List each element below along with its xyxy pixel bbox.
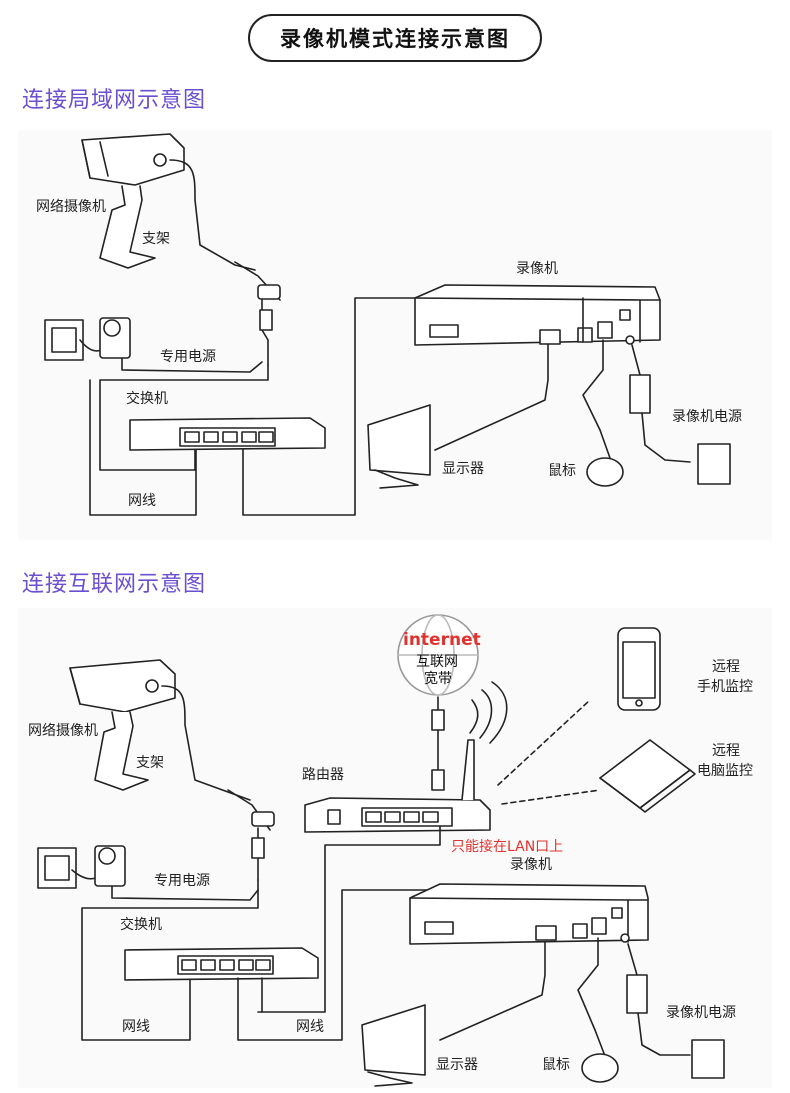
power-adapter-icon-2 <box>37 845 126 889</box>
label-monitor-2: 显示器 <box>436 1057 478 1073</box>
nvr-power-adapter-icon-1 <box>629 374 651 414</box>
label-router: 路由器 <box>302 767 344 783</box>
label-internet: internet <box>403 630 481 650</box>
label-pc-2: 电脑监控 <box>697 763 753 779</box>
label-lan-note: 只能接在LAN口上 <box>451 839 564 855</box>
label-nvr-power-2: 录像机电源 <box>666 1005 736 1021</box>
monitor-icon-2 <box>361 1004 426 1087</box>
label-power-2: 专用电源 <box>154 873 210 889</box>
section-heading-internet: 连接互联网示意图 <box>22 572 207 597</box>
switch-icon-2 <box>124 947 319 981</box>
laptop-icon <box>599 739 696 813</box>
router-icon <box>304 739 491 833</box>
camera-icon <box>81 133 185 269</box>
monitor-icon-1 <box>367 404 431 489</box>
internet-globe-icon <box>397 614 479 696</box>
label-cable: 网线 <box>128 493 156 509</box>
label-bracket-2: 支架 <box>136 755 164 771</box>
label-nvr: 录像机 <box>516 261 558 277</box>
mouse-icon-1 <box>586 457 624 487</box>
label-nvr-2: 录像机 <box>510 857 552 873</box>
nvr-icon-1 <box>414 284 661 346</box>
label-cable-right: 网线 <box>296 1019 324 1035</box>
nvr-icon-2 <box>409 883 649 945</box>
wall-socket-icon-2 <box>691 1039 725 1079</box>
page-title: 录像机模式连接示意图 <box>248 14 542 62</box>
label-phone-1: 远程 <box>712 659 740 675</box>
label-internet-cn-1: 互联网 <box>416 654 458 670</box>
switch-icon-1 <box>129 417 326 451</box>
label-phone-2: 手机监控 <box>697 679 753 695</box>
label-switch-2: 交换机 <box>120 917 162 933</box>
label-nvr-power: 录像机电源 <box>672 409 742 425</box>
label-bracket: 支架 <box>142 231 170 247</box>
camera-icon-2 <box>69 659 176 791</box>
label-mouse-2: 鼠标 <box>542 1057 570 1073</box>
label-power: 专用电源 <box>160 349 216 365</box>
label-camera: 网络摄像机 <box>36 199 106 215</box>
power-adapter-icon <box>44 317 131 361</box>
section-heading-lan: 连接局域网示意图 <box>22 88 207 113</box>
nvr-power-adapter-icon-2 <box>626 974 648 1014</box>
wall-socket-icon-1 <box>697 443 731 485</box>
label-camera-2: 网络摄像机 <box>28 723 98 739</box>
label-internet-cn-2: 宽带 <box>424 671 452 687</box>
label-monitor: 显示器 <box>442 461 484 477</box>
label-mouse: 鼠标 <box>548 463 576 479</box>
mouse-icon-2 <box>581 1053 619 1083</box>
label-cable-left: 网线 <box>122 1019 150 1035</box>
label-switch: 交换机 <box>126 391 168 407</box>
label-pc-1: 远程 <box>712 743 740 759</box>
phone-icon <box>617 627 661 711</box>
